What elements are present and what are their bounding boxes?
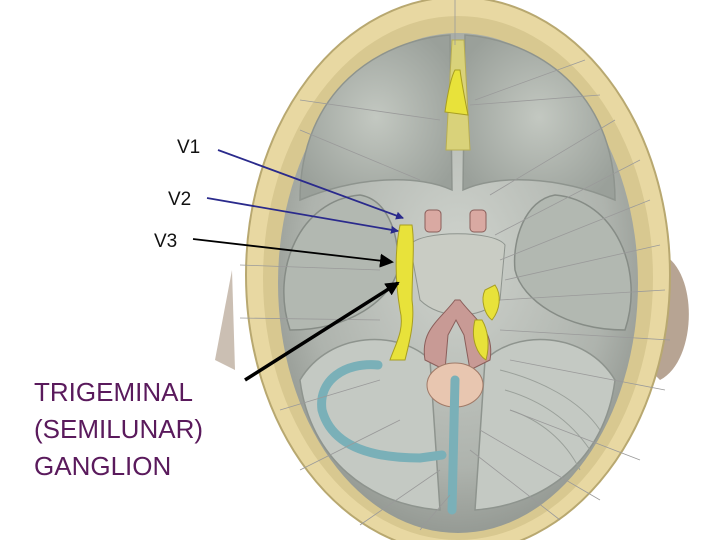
optic-area-nerves [444, 69, 469, 116]
cranial-nerves-right [472, 284, 500, 361]
ganglion-line-2: (SEMILUNAR) [34, 414, 204, 444]
v3-pointer [192, 238, 394, 268]
leader-lines [239, 0, 671, 531]
middle-fossa-right [513, 194, 632, 331]
label-v2: V2 [168, 189, 192, 210]
posterior-fossa-right [474, 338, 616, 511]
sella-region [409, 233, 506, 316]
v1-pointer [217, 149, 404, 220]
straight-sinus [447, 375, 460, 515]
ganglion-line-3: GANGLION [34, 451, 172, 481]
ganglion-line-1: TRIGEMINAL [34, 377, 193, 407]
transverse-sinus [317, 360, 447, 463]
anterior-fossa-right [462, 34, 616, 202]
anterior-fossa-left [299, 34, 453, 202]
label-trigeminal-ganglion: TRIGEMINAL (SEMILUNAR) GANGLION [34, 374, 203, 485]
trigeminal-ganglion-nerve [389, 224, 414, 361]
basilar-artery [423, 299, 492, 371]
carotid-right [469, 209, 487, 233]
label-v1: V1 [177, 137, 201, 158]
label-v3: V3 [154, 231, 178, 252]
posterior-fossa-left [299, 338, 441, 511]
ganglion-pointer [244, 281, 400, 382]
v2-pointer [206, 197, 399, 234]
carotid-left [424, 209, 442, 233]
ear-outline-left [215, 270, 235, 370]
